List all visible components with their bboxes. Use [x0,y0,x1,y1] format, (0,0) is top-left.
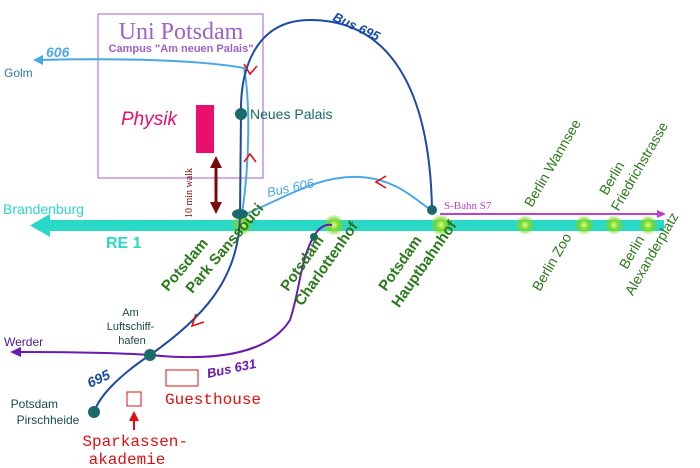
bus631-label: Bus 631 [206,356,258,381]
bus695-bottom-label: 695 [85,366,113,390]
alexanderplatz-label: Berlin Alexanderplatz [606,201,682,298]
pirschheide-line2: Pirschheide [17,413,80,427]
luftschiffhafen-line1: Am [122,307,139,319]
station-glow-park-sanssouci [231,214,253,236]
walk-label: 10 min walk [184,168,195,218]
node-luftschiffhafen [144,349,156,361]
node-neues-palais [235,108,247,120]
re1-line [46,220,664,231]
campus-title: Uni Potsdam [119,19,244,45]
sparkassen-line1: Sparkassen- [82,433,188,451]
station-glow-alexanderplatz [638,215,658,235]
node-park-sanssouci [232,209,248,219]
station-glow-hauptbahnhof [430,214,452,236]
walk-arrow-head-top [210,156,222,168]
direction-arrow [243,152,257,163]
golm-label: Golm [4,66,33,80]
pirschheide-label: Potsdam Pirschheide [11,397,80,427]
direction-arrow [190,313,205,328]
station-glow-wannsee [515,215,535,235]
pirschheide-line1: Potsdam [11,397,58,411]
sbahn-label: S-Bahn S7 [444,200,492,212]
bus606-line-east [245,175,433,215]
bus631-arrow-west [10,347,21,357]
brandenburg-label: Brandenburg [3,201,84,217]
neues-palais-label: Neues Palais [250,106,333,122]
sparkassen-box [126,391,142,407]
campus-subtitle: Campus "Am neuen Palais" [109,43,254,55]
sparkassen-line2: akademie [89,451,166,468]
station-glow-zoo [574,215,594,235]
sparkassen-label: Sparkassen- akademie [82,433,197,468]
guesthouse-label: Guesthouse [165,391,261,409]
luftschiffhafen-line3: hafen [118,335,146,347]
luftschiffhafen-label: Am Luftschiff- hafen [107,307,158,347]
physik-label: Physik [121,109,178,130]
bus606-arrow-west [33,55,43,65]
friedrichstrasse-label: Berlin Friedrichstrasse [592,110,671,213]
direction-arrow [374,175,387,189]
direction-arrow [243,63,258,76]
werder-label: Werder [4,335,43,349]
zoo-label: Berlin Zoo [529,230,575,293]
bus606-mid-label: Bus 606 [266,175,317,200]
bus606-line-west [39,58,250,215]
sbahn-arrow-east [657,210,666,218]
station-glow-friedrichstrasse [604,215,624,235]
bus695-top-label: Bus 695 [331,9,383,44]
node-pirschheide [88,406,100,418]
luftschiffhafen-line2: Luftschiff- [107,321,155,333]
physik-building [196,105,214,153]
bus606-top-label: 606 [46,44,70,60]
node-charlottenhof [310,233,318,241]
sparkassen-arrow-head [129,411,139,421]
campus-box [97,13,264,179]
re1-arrow-west [30,214,50,237]
walk-arrow-head-bottom [210,202,222,214]
station-glow-charlottenhof [323,214,345,236]
re1-label: RE 1 [106,235,142,252]
node-hauptbahnhof [427,205,437,215]
wannsee-label: Berlin Wannsee [521,116,584,209]
guesthouse-box [165,369,199,387]
